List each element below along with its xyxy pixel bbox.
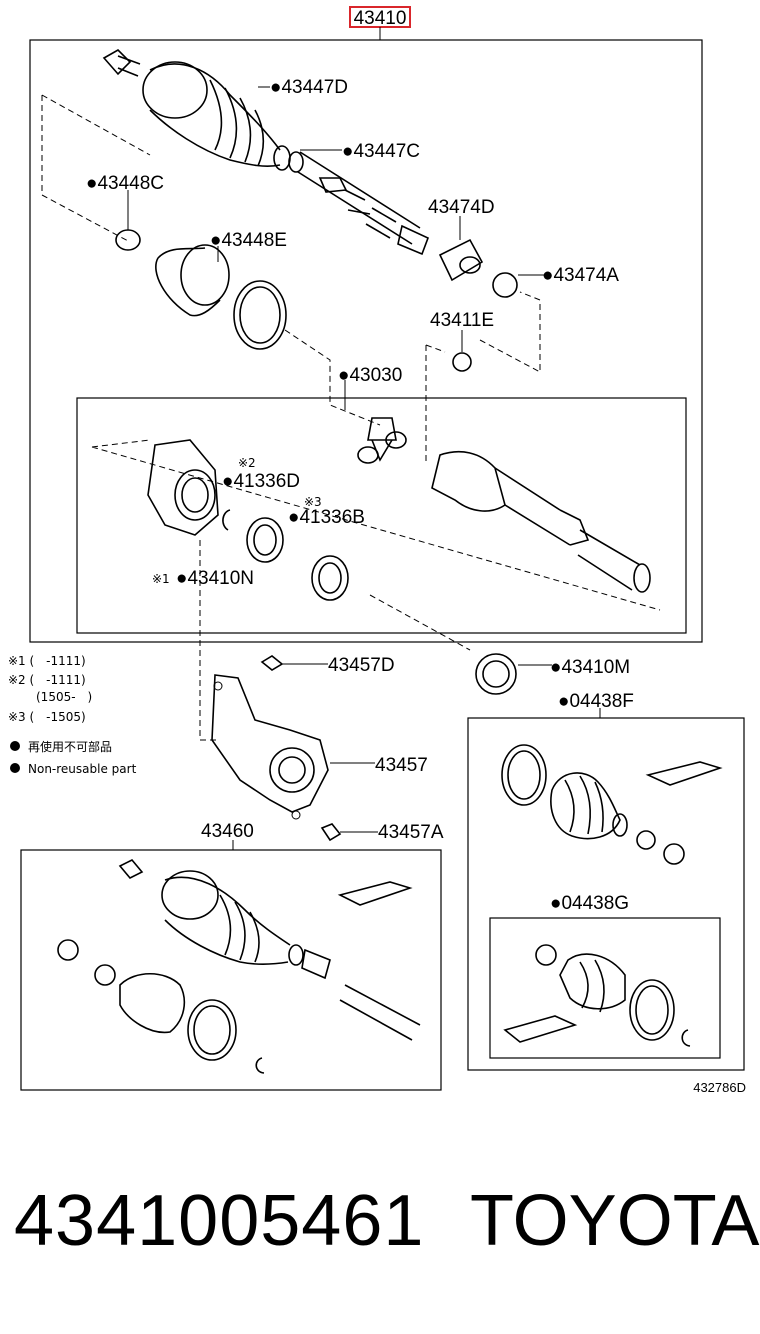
label-04438G[interactable]: ●04438G bbox=[550, 893, 629, 914]
bearing-43410m bbox=[475, 653, 517, 695]
mark-43410N: ※1 bbox=[152, 572, 170, 586]
ring-43410n bbox=[222, 509, 231, 531]
main-part-number[interactable]: 43410 bbox=[354, 8, 407, 29]
mark-41336B: ※3 bbox=[304, 495, 322, 509]
seal-41336b bbox=[311, 555, 349, 601]
label-43030[interactable]: ●43030 bbox=[338, 365, 402, 386]
inner-joint-frame bbox=[76, 397, 687, 634]
legend-english: Non-reusable part bbox=[28, 762, 137, 776]
legend-japanese: 再使用不可部品 bbox=[28, 739, 112, 754]
seal-41336d bbox=[246, 517, 284, 563]
label-43448C[interactable]: ●43448C bbox=[86, 173, 164, 194]
label-43448E[interactable]: ●43448E bbox=[210, 230, 287, 251]
footer-part-number: 4341005461 bbox=[14, 1181, 425, 1261]
note-3: ※3 ( -1505) bbox=[8, 710, 86, 724]
label-43411E[interactable]: 43411E bbox=[430, 310, 494, 331]
label-43474D[interactable]: 43474D bbox=[428, 197, 495, 218]
note-2b: (1505- ) bbox=[36, 690, 92, 704]
note-1: ※1 ( -1111) bbox=[8, 654, 86, 668]
outer-cv-joint-shaft bbox=[102, 49, 430, 256]
shaft-43460-frame bbox=[20, 849, 442, 1091]
kit-04438f-frame bbox=[467, 717, 745, 1071]
label-43460[interactable]: 43460 bbox=[201, 821, 254, 842]
ring-43411e bbox=[452, 352, 472, 372]
label-41336D[interactable]: ●41336D bbox=[222, 471, 300, 492]
kit-04438g-frame bbox=[489, 917, 721, 1059]
drawing-reference: 432786D bbox=[693, 1080, 746, 1095]
note-2: ※2 ( -1111) bbox=[8, 673, 86, 687]
parts-diagram: 43410 ●43447D ●43447C ●43448C ●434 bbox=[8, 6, 746, 1095]
label-04438F[interactable]: ●04438F bbox=[558, 691, 634, 712]
label-43457D[interactable]: 43457D bbox=[328, 655, 395, 676]
label-43474A[interactable]: ●43474A bbox=[542, 265, 619, 286]
bracket-43457 bbox=[211, 674, 329, 820]
footer-brand: TOYOTA bbox=[470, 1181, 760, 1261]
assembly-frame bbox=[29, 39, 703, 643]
clamp-43448c bbox=[115, 229, 141, 251]
snap-ring-43474a bbox=[492, 272, 518, 298]
bearing-bracket bbox=[147, 439, 219, 536]
boot-kit-04438g bbox=[503, 944, 691, 1047]
boot-kit-04438f bbox=[501, 744, 723, 865]
bearing-43474d bbox=[438, 238, 484, 282]
label-43410N[interactable]: ●43410N bbox=[176, 568, 254, 589]
bolt-43457a bbox=[320, 823, 378, 842]
boot-43448e bbox=[155, 244, 287, 350]
drive-shaft-43460 bbox=[57, 859, 421, 1074]
bolt-43457d bbox=[260, 655, 298, 671]
label-43457A[interactable]: 43457A bbox=[378, 822, 444, 843]
tripod-43030 bbox=[357, 417, 407, 464]
label-43447D[interactable]: ●43447D bbox=[270, 77, 348, 98]
inner-joint-shaft bbox=[431, 451, 651, 593]
label-41336B[interactable]: ●41336B bbox=[288, 507, 365, 528]
label-43410M[interactable]: ●43410M bbox=[550, 657, 630, 678]
label-43447C[interactable]: ●43447C bbox=[342, 141, 420, 162]
mark-41336D: ※2 bbox=[238, 456, 256, 470]
label-43457[interactable]: 43457 bbox=[375, 755, 428, 776]
